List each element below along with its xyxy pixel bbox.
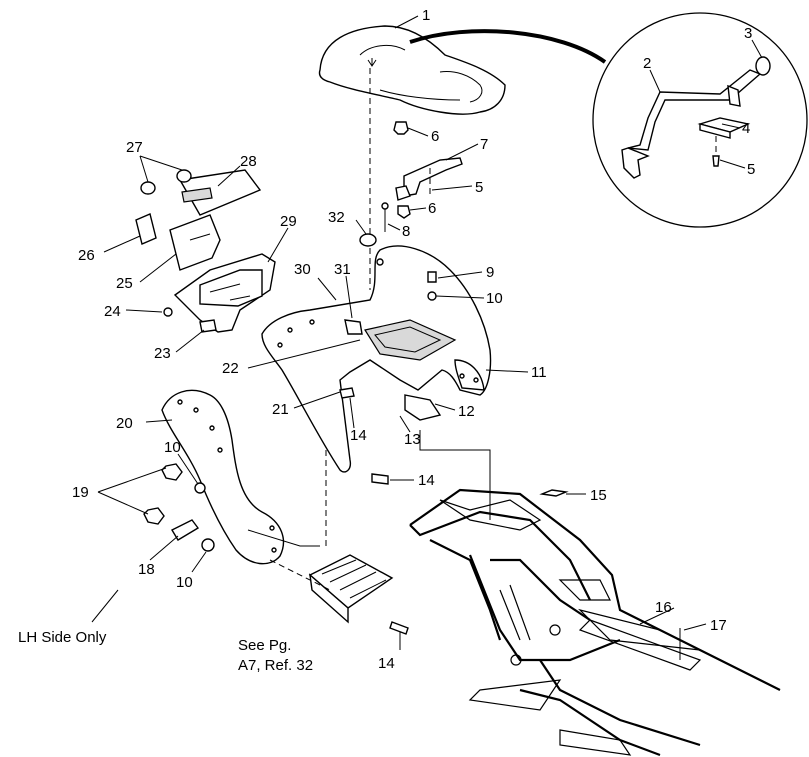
callout-5a: 5 (747, 161, 755, 178)
note-see-page-line2: A7, Ref. 32 (238, 657, 313, 674)
callout-18: 18 (138, 561, 155, 578)
callout-23: 23 (154, 345, 171, 362)
callout-3: 3 (744, 25, 752, 42)
callout-27: 27 (126, 139, 143, 156)
bolt-14a (339, 387, 355, 399)
callout-9: 9 (486, 264, 494, 281)
storage-box (135, 169, 276, 333)
callout-31: 31 (334, 261, 351, 278)
callout-12: 12 (458, 403, 475, 420)
callout-32: 32 (328, 209, 345, 226)
rear-fender (261, 233, 492, 473)
callout-13: 13 (404, 431, 421, 448)
callout-22: 22 (222, 360, 239, 377)
note-lh-side-only: LH Side Only (18, 629, 107, 646)
seat-latch-bracket (381, 121, 463, 232)
callout-4: 4 (742, 120, 750, 137)
seat (318, 25, 607, 115)
callout-14a: 14 (350, 427, 367, 444)
callout-14c: 14 (378, 655, 395, 672)
callout-30: 30 (294, 261, 311, 278)
bolt-14b (371, 473, 389, 485)
callout-19: 19 (72, 484, 89, 501)
rear-fender-flap (143, 389, 285, 565)
callout-14b: 14 (418, 472, 435, 489)
callout-6a: 6 (431, 128, 439, 145)
callout-29: 29 (280, 213, 297, 230)
footrest (308, 554, 409, 635)
callout-20: 20 (116, 415, 133, 432)
latch-detail-circle (592, 12, 808, 228)
callout-2: 2 (643, 55, 651, 72)
callout-17: 17 (710, 617, 727, 634)
callout-7: 7 (480, 136, 488, 153)
callout-21: 21 (272, 401, 289, 418)
callout-1: 1 (422, 7, 430, 24)
callout-5b: 5 (475, 179, 483, 196)
callout-26: 26 (78, 247, 95, 264)
callout-8: 8 (402, 223, 410, 240)
leader-lines (91, 15, 763, 650)
callout-11: 11 (531, 364, 547, 381)
callout-6b: 6 (428, 200, 436, 217)
callout-16: 16 (655, 599, 672, 616)
callout-25: 25 (116, 275, 133, 292)
note-see-page-line1: See Pg. (238, 637, 291, 654)
callout-15: 15 (590, 487, 607, 504)
callout-10a: 10 (486, 290, 503, 307)
vehicle-frame (409, 488, 781, 757)
assembly-lines (247, 430, 491, 591)
callout-28: 28 (240, 153, 257, 170)
callout-labels: 1 2 3 4 5 6 7 5 6 8 9 10 11 12 13 14 14 … (72, 7, 755, 672)
callout-24: 24 (104, 303, 121, 320)
callout-10b: 10 (164, 439, 181, 456)
callout-10c: 10 (176, 574, 193, 591)
